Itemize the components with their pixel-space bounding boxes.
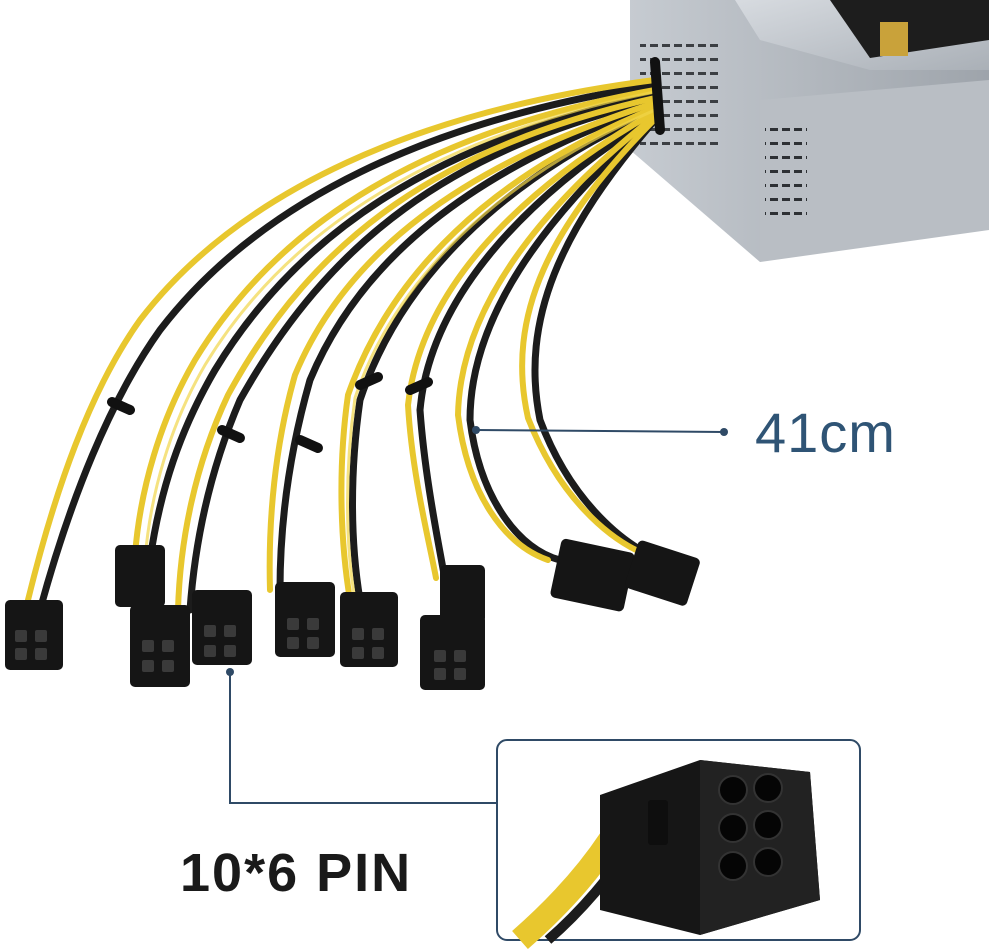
- connector-8: [420, 615, 485, 690]
- connector-6: [340, 592, 398, 667]
- psu-label-sticker: [830, 0, 989, 58]
- cable-length-label: 41cm: [755, 401, 896, 464]
- connector-2: [115, 545, 165, 607]
- connector-4: [192, 590, 252, 665]
- connector-closeup-inset: [496, 739, 861, 950]
- connector-7: [440, 565, 485, 623]
- length-callout: [472, 426, 728, 436]
- connector-1: [5, 600, 63, 670]
- cable-bundle: [25, 57, 665, 614]
- connector-10: [625, 540, 700, 606]
- connector-9: [550, 538, 635, 612]
- connector-3: [130, 605, 190, 687]
- connector-spec-label: 10*6 PIN: [180, 843, 413, 903]
- psu-body: [630, 0, 989, 262]
- connector-5: [275, 582, 335, 657]
- pin-callout: [226, 668, 497, 804]
